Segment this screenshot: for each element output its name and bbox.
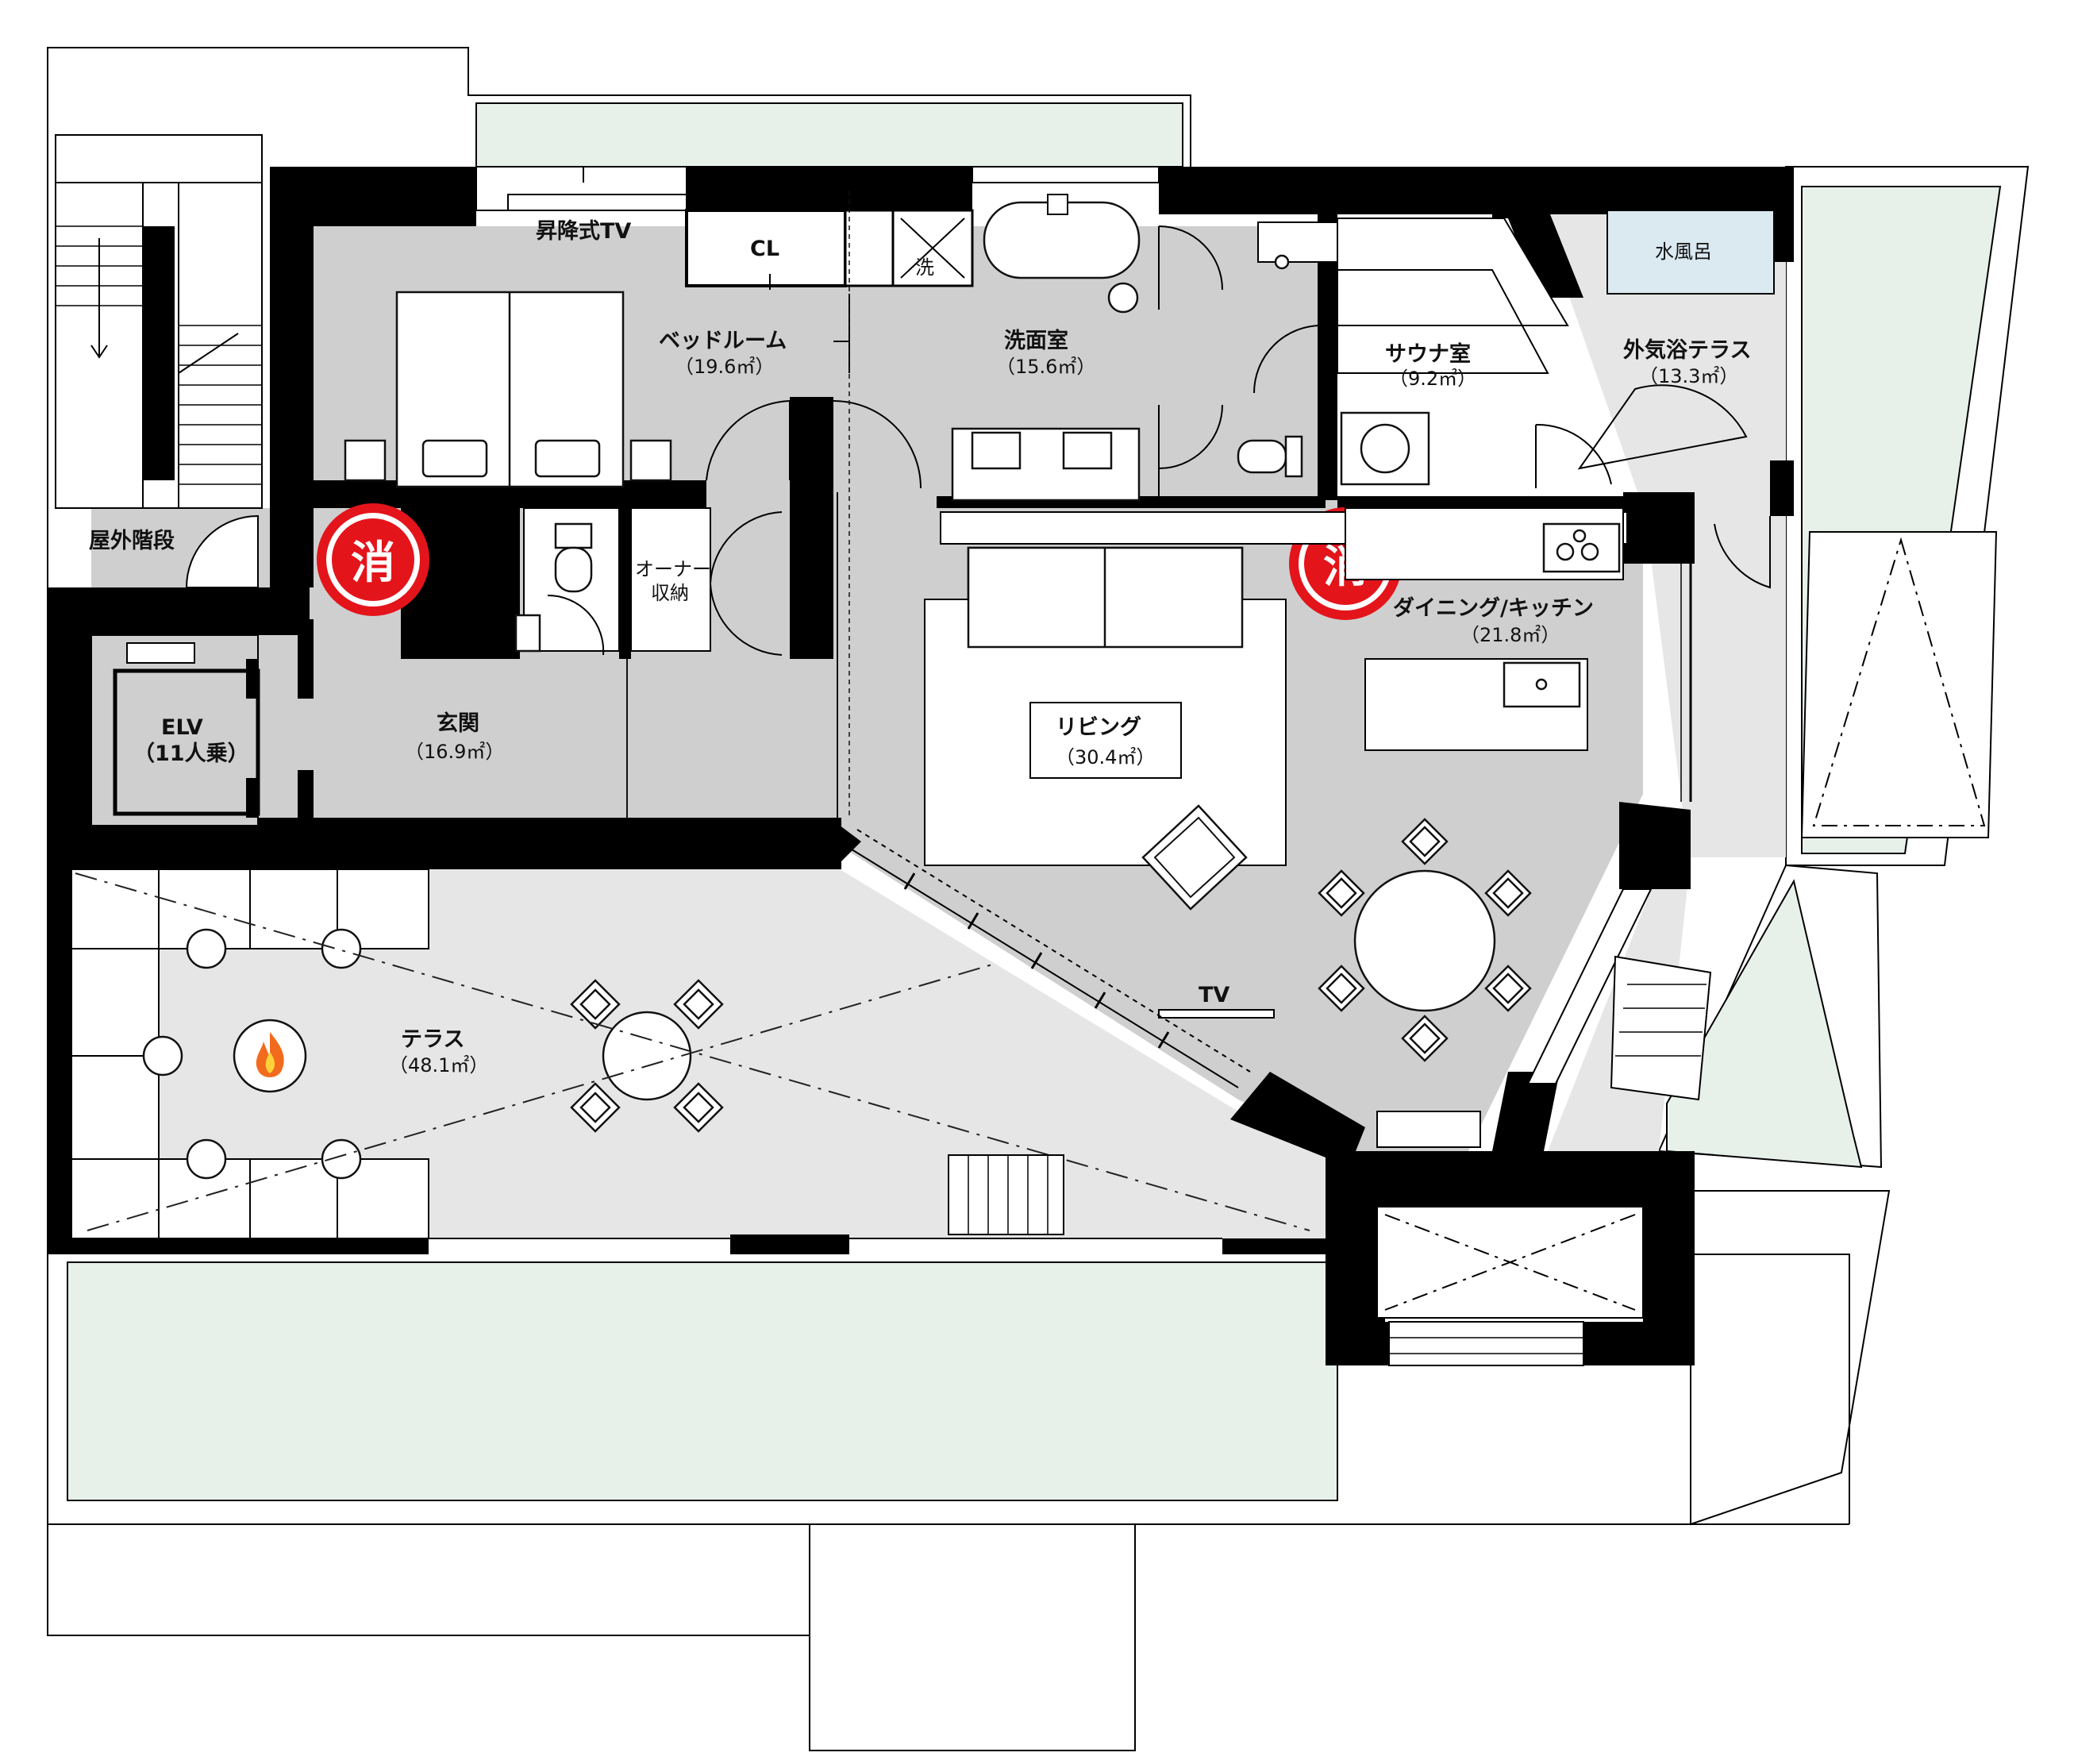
side-door[interactable] <box>1714 516 1771 589</box>
washing-machine <box>891 209 974 287</box>
sauna-door[interactable] <box>1535 423 1612 488</box>
extinguisher-icon: 消 <box>317 503 429 616</box>
living-label: リビング <box>1056 714 1141 740</box>
site-outline <box>47 47 2030 1751</box>
armchair <box>1141 804 1248 911</box>
cl-label: CL <box>750 237 779 261</box>
bathtub <box>983 194 1141 314</box>
sideboard <box>1376 1111 1481 1148</box>
terrace-sofa <box>71 869 429 1239</box>
terrace-table <box>570 979 724 1133</box>
living-label-box <box>1029 702 1182 779</box>
tv-lift-window <box>475 166 687 211</box>
terrace-label: テラス <box>401 1027 464 1052</box>
stairs-label: 屋外階段 <box>89 529 175 553</box>
washroom-area: （15.6㎡） <box>996 356 1095 378</box>
owner-storage-label: オーナー <box>635 558 711 580</box>
sauna-heater <box>1340 411 1430 486</box>
outdoor-bath-area: （13.3㎡） <box>1639 365 1738 387</box>
east-skylight <box>1800 531 1998 838</box>
sofa-front <box>967 546 1244 649</box>
dining-area: （21.8㎡） <box>1460 624 1560 646</box>
terrace-steps <box>948 1154 1064 1235</box>
stairs-door[interactable] <box>185 514 259 588</box>
terrace-roof-lines <box>75 872 1310 1231</box>
entrance-area: （16.9㎡） <box>405 741 504 763</box>
toilet-entrance <box>514 507 620 653</box>
dining-table <box>1353 869 1496 1012</box>
washroom-label: 洗面室 <box>1004 328 1068 353</box>
storage-doors[interactable] <box>547 511 783 656</box>
sauna-bench <box>1337 218 1569 374</box>
fire-icon <box>233 1019 307 1093</box>
cold-bath-label: 水風呂 <box>1655 241 1712 263</box>
sauna-partition <box>1257 221 1338 270</box>
owner-storage <box>630 507 711 652</box>
cl-closet <box>685 209 847 290</box>
tv-label: TV <box>1199 983 1229 1007</box>
bedroom-area: （19.6㎡） <box>675 356 774 378</box>
walls <box>48 167 1794 1365</box>
bedroom-label: ベッドルーム <box>659 329 787 353</box>
glass-partition <box>845 829 1251 1088</box>
dining-label: ダイニング/キッチン <box>1393 595 1594 621</box>
garden-areas <box>67 102 2002 1501</box>
dining-chairs <box>1318 818 1532 1062</box>
elv-capacity: （11人乗） <box>133 741 249 766</box>
outdoor-bath-door[interactable] <box>1577 384 1748 470</box>
vanity <box>951 427 1141 502</box>
toilet-washroom <box>1237 435 1303 478</box>
outdoor-stairs <box>55 134 263 509</box>
elevator <box>90 634 260 826</box>
entrance-label: 玄関 <box>437 711 479 736</box>
bath-window <box>972 166 1160 183</box>
east-stairs <box>1610 955 1712 1101</box>
tv <box>1158 1009 1275 1019</box>
extinguisher-label: 消 <box>351 537 395 589</box>
washroom-doors[interactable] <box>1158 225 1322 496</box>
owner-storage-label-2: 収納 <box>651 582 689 604</box>
sauna-area: （9.2㎡） <box>1389 368 1476 390</box>
closet-divider <box>844 209 895 287</box>
window-strip-east <box>1526 508 1692 1084</box>
terrace-area: （48.1㎡） <box>389 1054 488 1077</box>
outdoor-bath-label: 外気浴テラス <box>1623 337 1751 363</box>
cold-bath <box>1606 210 1775 295</box>
living-area: （30.4㎡） <box>1056 746 1155 768</box>
kitchen-counter <box>1345 507 1624 580</box>
washer-label: 洗 <box>915 256 934 279</box>
tv-lift-label: 昇降式TV <box>536 219 631 244</box>
bed <box>344 291 672 488</box>
lower-east-box <box>1376 1206 1644 1366</box>
sauna-label: サウナ室 <box>1385 341 1471 367</box>
kitchen-island <box>1364 658 1588 751</box>
elv-label: ELV <box>161 715 203 740</box>
